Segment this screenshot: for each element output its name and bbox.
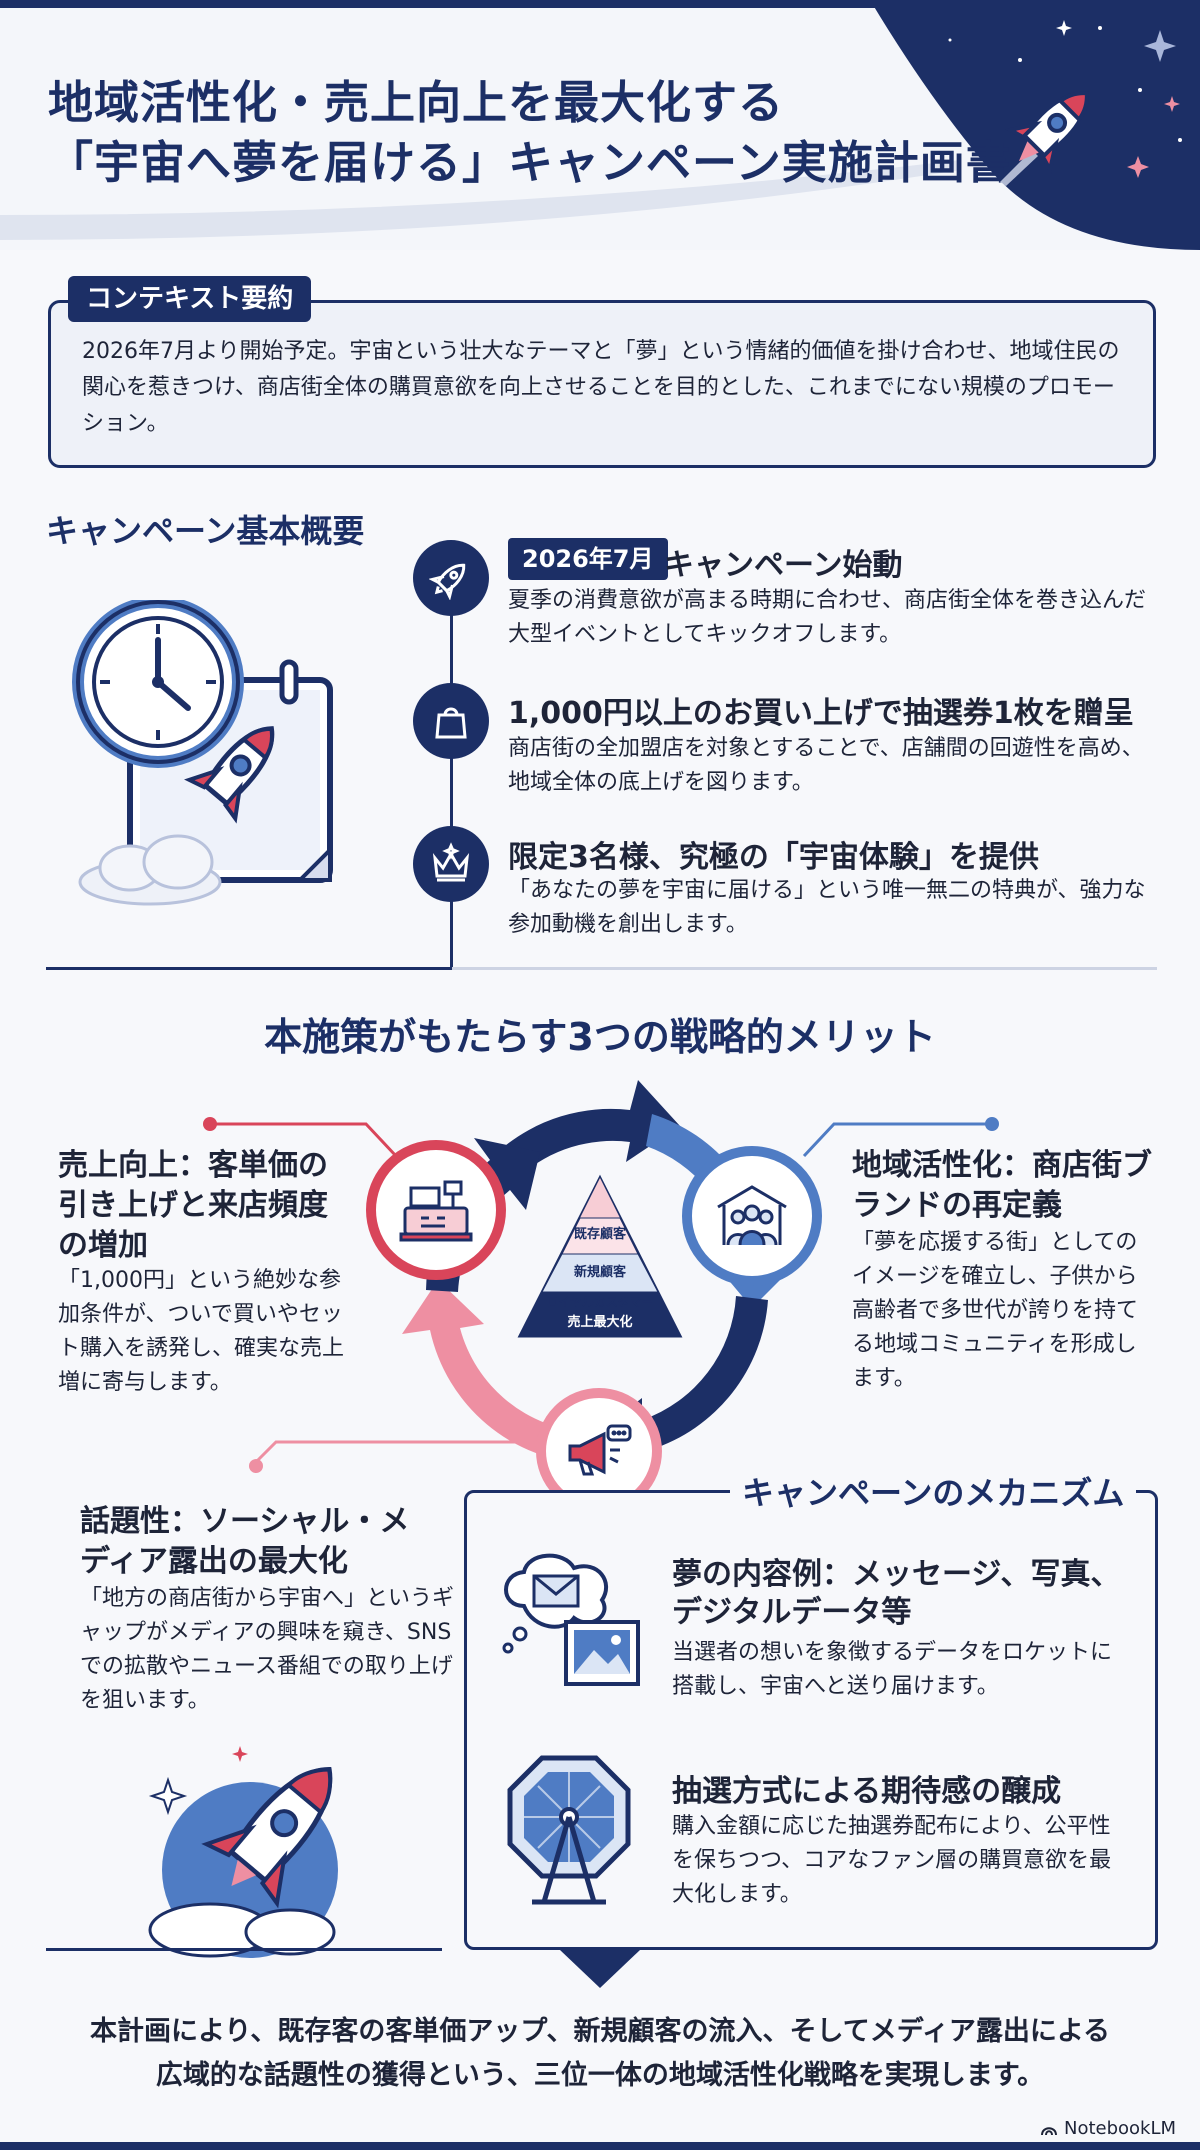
down-arrow-icon	[560, 1950, 640, 1988]
timeline-heading-2: 1,000円以上のお買い上げで抽選券1枚を贈呈	[508, 696, 1134, 731]
pyramid-label-4: 売上最大化	[567, 1314, 632, 1330]
overview-rule-right	[452, 967, 1157, 970]
merit-sales-title: 売上向上：客単価の引き上げと来店頻度の増加	[58, 1148, 328, 1263]
mechanism-heading-2: 抽選方式による期待感の醸成	[672, 1774, 1062, 1809]
timeline-body-1: 夏季の消費意欲が高まる時期に合わせ、商店街全体を巻き込んだ大型イベントとしてキッ…	[508, 588, 1147, 647]
launch-rocket-illustration	[148, 1746, 338, 1958]
timeline-body-2: 商店街の全加盟店を対象とすることで、店舗間の回遊性を高め、地域全体の底上げを図り…	[508, 736, 1144, 795]
footer-line2: 広域的な話題性の獲得という、三位一体の地域活性化戦略を実現します。	[155, 2060, 1045, 2091]
header-background	[0, 0, 1200, 250]
overview-title: キャンペーン基本概要	[46, 512, 365, 550]
lottery-drum-icon	[507, 1755, 631, 1905]
header-rocket-icon	[1000, 91, 1089, 186]
mechanism-heading-1: 夢の内容例：メッセージ、写真、デジタルデータ等	[672, 1557, 1121, 1630]
overview-rule-left	[46, 967, 452, 970]
page-title-line2: 「宇宙へ夢を届ける」キャンペーン実施計画書	[48, 136, 1012, 189]
merits-rule-left	[46, 1948, 442, 1951]
merit-region-body: 「夢を応援する街」としてのイメージを確立し、子供から高齢者で多世代が誇りを持てる…	[852, 1230, 1139, 1391]
merit-media-body: 「地方の商店街から宇宙へ」というギャップがメディアの興味を窺き、SNSでの拡散や…	[80, 1586, 455, 1713]
pyramid-label-2: 新規顧客	[574, 1264, 627, 1280]
clock-calendar-illustration	[72, 600, 333, 906]
pyramid-label-1: 既存顧客	[574, 1226, 627, 1242]
timeline-rocket-icon	[413, 540, 489, 616]
context-tag: コンテキスト要約	[68, 276, 312, 322]
timeline-shopping-bag-icon	[413, 683, 489, 759]
mechanism-body-1: 当選者の想いを象徴するデータをロケットに搭載し、宇宙へと送り届けます。	[672, 1640, 1113, 1699]
merit-region-title: 地域活性化：商店街ブランドの再定義	[852, 1148, 1152, 1223]
mechanism-body-2: 購入金額に応じた抽選券配布により、公平性を保ちつつ、コアなファン層の購買意欲を最…	[672, 1814, 1112, 1907]
page-title-line1: 地域活性化・売上向上を最大化する	[48, 76, 785, 129]
brand-label: NotebookLM	[1064, 2118, 1177, 2139]
timeline-heading-1: キャンペーン始動	[664, 548, 903, 583]
merit-sales-body: 「1,000円」という絶妙な参加条件が、ついで買いやセット購入を誘発し、確実な売…	[58, 1268, 345, 1395]
notebooklm-logo-icon	[1041, 2126, 1057, 2135]
mechanism-title: キャンペーンのメカニズム	[730, 1468, 1137, 1514]
timeline-crown-icon	[413, 826, 489, 902]
message-photo-icon	[502, 1553, 640, 1686]
media-connector	[249, 1440, 536, 1473]
merits-title: 本施策がもたらす3つの戦略的メリット	[264, 1015, 936, 1059]
cash-register-icon	[366, 1140, 506, 1280]
sales-connector	[203, 1117, 398, 1158]
footer-line1: 本計画により、既存客の客単価アップ、新規顧客の流入、そしてメディア露出による	[89, 2016, 1111, 2047]
pyramid-label-3: ロイヤルカスタマー	[546, 1295, 653, 1309]
context-box	[48, 300, 1156, 468]
timeline-line	[450, 560, 453, 970]
timeline-heading-3: 限定3名様、究極の「宇宙体験」を提供	[508, 840, 1039, 875]
context-text: 2026年7月より開始予定。宇宙という壮大なテーマと「夢」という情緒的価値を掛け…	[82, 339, 1120, 436]
timeline-date-badge: 2026年7月	[508, 538, 668, 580]
top-strip	[0, 0, 1200, 8]
timeline-body-3: 「あなたの夢を宇宙に届ける」という唯一無二の特典が、強力な参加動機を創出します。	[508, 878, 1146, 937]
notebooklm-brand: NotebookLM	[1040, 2118, 1176, 2139]
bottom-strip	[0, 2142, 1200, 2150]
merit-media-title: 話題性：ソーシャル・メディア露出の最大化	[80, 1504, 410, 1579]
community-icon	[682, 1146, 822, 1286]
region-connector	[802, 1117, 999, 1158]
